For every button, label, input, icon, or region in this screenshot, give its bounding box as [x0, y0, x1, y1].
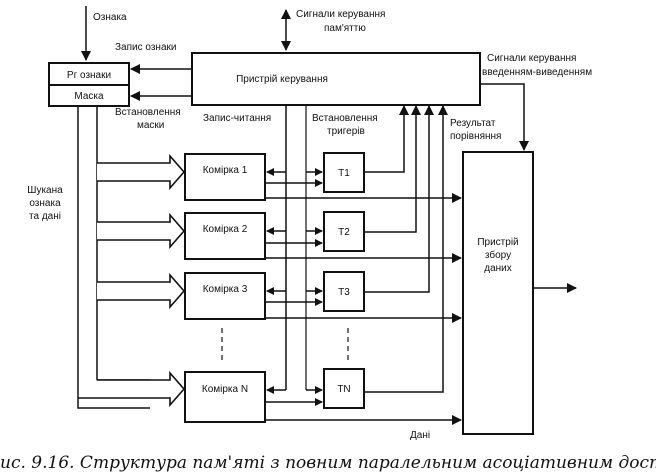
- memory-control-label-2: пам'яттю: [324, 23, 366, 34]
- cell-bus-arrows: [78, 153, 186, 408]
- cell-2-label: Комірка 2: [203, 224, 248, 235]
- trigger-1: T1: [323, 152, 365, 193]
- set-triggers-label-1: Встановлення: [312, 113, 378, 124]
- collector-label-3: даних: [484, 263, 512, 274]
- bus-arrow-cell-2: [97, 212, 186, 250]
- write-feature-label: Запис ознаки: [115, 42, 176, 53]
- control-unit-label: Пристрій керування: [236, 74, 328, 85]
- control-unit-box: [191, 52, 481, 106]
- memory-control-label-1: Сигнали керування: [296, 9, 385, 20]
- bus-arrow-cell-n: [78, 370, 186, 408]
- bus-arrow-cell-3: [97, 272, 186, 310]
- collector-label-2: збору: [485, 249, 511, 261]
- set-mask-label-2: маски: [137, 120, 164, 131]
- trigger-2: T2: [323, 211, 365, 252]
- feature-input-label: Ознака: [93, 12, 127, 23]
- trigger-2-label: T2: [338, 227, 350, 238]
- figure-caption: ис. 9.16. Структура пам'яті з повним пар…: [0, 453, 656, 473]
- read-write-label: Запис-читання: [203, 113, 271, 124]
- search-key-label-1: Шукана: [27, 185, 63, 196]
- cell-1: Комірка 1: [184, 153, 266, 201]
- search-bus-inner: [96, 106, 150, 381]
- trigger-3-label: T3: [338, 287, 350, 298]
- t3-result-line: [364, 105, 434, 293]
- trigger-1-label: T1: [338, 168, 350, 179]
- cell-n-label: Комірка N: [202, 384, 248, 395]
- io-control-arrow: [480, 83, 529, 151]
- cell-3: Комірка 3: [184, 272, 266, 320]
- search-key-label-2: ознака: [29, 198, 61, 209]
- set-triggers-label-2: тригерів: [327, 126, 365, 137]
- t1-result-line: [364, 105, 409, 173]
- mask-register-label: Маска: [74, 91, 104, 102]
- search-key-label-3: та дані: [29, 211, 61, 222]
- io-control-label-1: Сигнали керування: [487, 53, 576, 64]
- trigger-n-label: TN: [337, 384, 350, 395]
- compare-result-label-2: порівняння: [450, 131, 501, 142]
- tn-result-line: [364, 105, 448, 393]
- set-mask-label-1: Встановлення: [115, 107, 181, 118]
- io-control-label-2: введенням-виведенням: [482, 67, 592, 78]
- cell-1-label: Комірка 1: [203, 165, 248, 176]
- cell-n: Комірка N: [184, 371, 266, 423]
- data-collector: Пристрій збору даних: [462, 151, 534, 435]
- feature-register-label: Рг ознаки: [67, 70, 111, 81]
- search-bus-outer: [77, 106, 150, 409]
- trigger-n: TN: [323, 368, 365, 409]
- t2-result-line: [364, 105, 421, 233]
- data-label: Дані: [410, 430, 430, 441]
- cell-3-label: Комірка 3: [203, 284, 248, 295]
- compare-result-label-1: Результат: [450, 118, 496, 129]
- bus-arrow-cell-1: [97, 153, 186, 191]
- trigger-3: T3: [323, 271, 365, 312]
- cell-2: Комірка 2: [184, 212, 266, 260]
- collector-label-1: Пристрій: [477, 237, 518, 248]
- mask-register-box: [48, 84, 130, 107]
